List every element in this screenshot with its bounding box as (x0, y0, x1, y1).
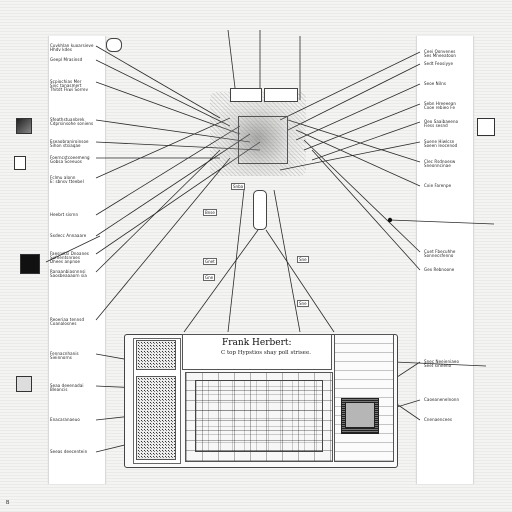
right-callout-line: Ses Mneeatoon (424, 54, 456, 58)
left-callout-line: E: sbnsv tteebel (50, 180, 84, 184)
right-callout-line: Fiess sesnd (424, 124, 458, 128)
right-callout-line: Soeen leocenod (424, 144, 457, 148)
left-callout: FoerncstcoeemengGobsa Sceeuos (50, 156, 90, 164)
right-callout-line: Cxie Farenpe (424, 184, 451, 188)
left-callout: Seeas deecentein (50, 450, 87, 454)
machine-feed-line (184, 230, 258, 332)
right-callout: Sedt Feosiyye (424, 62, 453, 66)
left-callout-line: Sieinnorns (50, 356, 79, 360)
right-swatch-1 (477, 118, 495, 136)
right-callout: Cuet FbecuhheSonnecsfenno (424, 250, 456, 258)
right-callout: Qeo SaaibaeenoFiess sesnd (424, 120, 458, 128)
left-leader-line (96, 158, 230, 320)
right-leader-line (296, 84, 420, 140)
machine-feed-line (266, 230, 334, 332)
left-callout: Geepl Mrasinsd (50, 58, 82, 62)
hub-core-box (238, 116, 288, 164)
left-leader-line (96, 150, 220, 272)
right-callout-line: Cnenaencees (424, 418, 452, 422)
right-leader-line (288, 64, 420, 130)
left-callout-line: Enacaranaeuo (50, 418, 80, 422)
mini-label: Sne (297, 300, 309, 307)
mini-label: Gne (203, 274, 215, 281)
right-callout: Caoeanenelnonn (424, 398, 459, 402)
right-callout: Cnenaencees (424, 418, 452, 422)
left-swatch-1 (16, 118, 32, 134)
speckle-panel-top (136, 340, 176, 370)
left-callout-line: Thitdt Fkwi Sorrev (50, 88, 88, 92)
right-callout-line: Sneonncinae (424, 164, 455, 168)
right-callout-line: Seoe Nilns (424, 82, 446, 86)
right-callout-line: Cxoe rebieo Fe (424, 106, 456, 110)
diagram-title: Frank Herbert: (222, 338, 292, 348)
right-callout: Gex Rebnoone (424, 268, 454, 272)
left-callout-line: Hhdv kdes (50, 48, 94, 52)
right-leader-line (304, 104, 420, 150)
mini-label: Bnse (203, 209, 217, 216)
right-leader-line (304, 140, 420, 252)
junction-dot (388, 218, 392, 222)
left-callout: Scpiochias MerSivc tanasmertThitdt Fkwi … (50, 80, 88, 92)
left-callout-line: Cdprsinsohe soniens (50, 122, 93, 126)
left-callout-line: Seeas deecentein (50, 450, 87, 454)
left-callout-line: Sihon stsiaqae (50, 144, 89, 148)
right-leader-line (288, 120, 420, 162)
corner-mark: B (6, 500, 9, 506)
machine-feed-line (228, 190, 244, 332)
left-callout: Faesnctsi DnoanesSufnentsnroesDhees anpn… (50, 252, 89, 264)
left-callout-line: Gobsa Sceeuos (50, 160, 90, 164)
left-callout-line: Saosbeaaaorn sia (50, 274, 87, 278)
left-swatch-2 (14, 156, 26, 170)
left-callout: Seaa deeenadaiBleancis (50, 384, 84, 392)
top-right-connector-box (264, 88, 298, 102)
left-callout-line: Geepl Mrasinsd (50, 58, 82, 62)
right-callout: Snec NeeieniaeoSeet sinneno (424, 360, 459, 368)
left-callout-line: Coanalosnes (50, 322, 84, 326)
right-callout: Seoe Nilns (424, 82, 446, 86)
left-callout: Heebrt sisrnn (50, 213, 78, 217)
top-left-connector-box (230, 88, 262, 102)
stem-connector (253, 190, 267, 230)
mini-label: Sne (297, 256, 309, 263)
left-callout: Reoeriaa tennsdCoanalosnes (50, 318, 84, 326)
right-callout: Ceei QonvenesSes Mneeatoon (424, 50, 456, 58)
monitor-screen (345, 402, 375, 428)
mini-label: Snba (231, 183, 245, 190)
left-swatch-4 (16, 376, 32, 392)
left-callout-line: Dhees anpnoe (50, 260, 89, 264)
right-callout-line: Seet sinneno (424, 364, 459, 368)
left-callout: EseaobraniroinsoeSihon stsiaqae (50, 140, 89, 148)
right-leader-line (296, 130, 420, 186)
speckle-panel-bottom (136, 376, 176, 460)
left-callout: Enacaranaeuo (50, 418, 80, 422)
diagram-subtitle: C top Hypstios shay poll strisee. (221, 350, 311, 356)
right-callout: Sebn HreeeeanCxoe rebieo Fe (424, 102, 456, 110)
right-callout: Clec RsdnoeswSneonncinae (424, 160, 455, 168)
left-callout: Sxdecc Annaaare (50, 234, 86, 238)
left-callout-line: Sxdecc Annaaare (50, 234, 86, 238)
top-stem-line (228, 30, 236, 96)
right-callout-line: Sedt Feosiyye (424, 62, 453, 66)
grid-panel-inner (195, 380, 323, 452)
right-callout: Cxie Farenpe (424, 184, 451, 188)
left-callout: SfeathstuanbrekCdprsinsohe soniens (50, 118, 93, 126)
left-callout: Fclmu alonnE: sbnsv tteebel (50, 176, 84, 184)
left-leader-line (96, 46, 220, 118)
right-callout-line: Gex Rebnoone (424, 268, 454, 272)
left-swatch-3 (20, 254, 40, 274)
left-callout: FennacnhanisSieinnorns (50, 352, 79, 360)
right-leader-line (312, 150, 420, 270)
right-callout: Suene HiwlcsnSoeen leocenod (424, 140, 457, 148)
left-callout: Cuvkhlan kuoarsieveHhdv kdes (50, 44, 94, 52)
top-badge (106, 38, 122, 52)
left-callout-line: Heebrt sisrnn (50, 213, 78, 217)
left-callout-line: Bleancis (50, 388, 84, 392)
mini-label: Gnet (203, 258, 217, 265)
right-leader-line (312, 122, 420, 160)
left-callout: RanaanbiasnnnsiSaosbeaaaorn sia (50, 270, 87, 278)
right-callout-line: Sonnecsfenno (424, 254, 456, 258)
right-callout-line: Caoeanenelnonn (424, 398, 459, 402)
